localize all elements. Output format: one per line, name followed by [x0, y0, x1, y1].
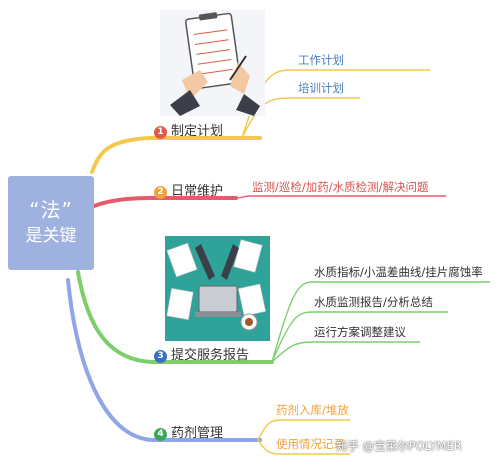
branch-4-badge: 4 — [154, 428, 167, 441]
branch-4-child-1: 药剂入库/堆放 — [276, 403, 349, 417]
branch-1-connector — [90, 136, 262, 174]
branch-1-child-2: 培训计划 — [298, 81, 344, 95]
branch-3-child-2-line — [271, 311, 448, 363]
central-quote: “法” — [29, 198, 73, 222]
branch-2-child-1: 监测/巡检/加药/水质检测/解决问题 — [252, 180, 429, 194]
branch-3-child-3: 运行方案调整建议 — [314, 325, 406, 339]
branch-3-connector — [76, 270, 274, 364]
branch-3-child-2: 水质监测报告/分析总结 — [314, 295, 433, 309]
report-desk-illustration — [165, 236, 270, 341]
branch-4-child-1-line — [257, 419, 350, 441]
watermark: 知乎 @宝莱尔POLYMER — [336, 439, 462, 453]
branch-3-child-1: 水质指标/小温差曲线/挂片腐蚀率 — [314, 265, 483, 279]
branch-2-connector — [92, 196, 238, 208]
branch-4-child-2: 使用情况记录 — [276, 437, 345, 451]
central-topic: “法” 是关键 — [8, 176, 94, 270]
plan-clipboard-illustration — [160, 10, 265, 116]
branch-1-child-2-line — [241, 97, 360, 139]
branch-2-badge: 2 — [154, 186, 167, 199]
branch-3-child-1-line — [271, 281, 490, 363]
branch-4-child-2-line — [257, 439, 350, 455]
branch-3-badge: 3 — [154, 350, 167, 363]
branch-1-child-1: 工作计划 — [298, 53, 344, 67]
branch-4-connector — [66, 278, 262, 442]
branch-1-badge: 1 — [154, 126, 167, 139]
central-subtitle: 是关键 — [25, 226, 77, 246]
branch-1-child-1-line — [241, 69, 430, 139]
branch-3-child-3-line — [271, 341, 420, 363]
branch-2-child-1-line — [235, 195, 446, 199]
